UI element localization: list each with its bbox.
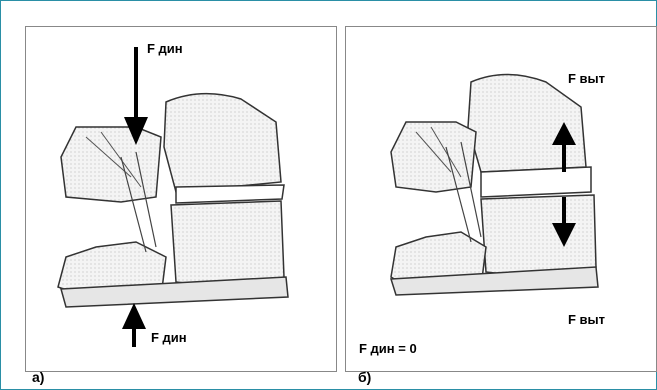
force-label-bottom: F выт [568, 312, 605, 327]
force-label-bottom: F дин [151, 330, 187, 345]
panel-a: F дин F дин [25, 26, 337, 372]
vertebrae-traction-illustration [346, 27, 656, 371]
arrow-up-icon [122, 303, 146, 329]
force-label-top: F выт [568, 71, 605, 86]
panel-b: F выт F выт F дин = 0 [345, 26, 657, 372]
zero-force-note: F дин = 0 [359, 341, 417, 356]
caption-b: б) [358, 369, 371, 385]
caption-a: а) [32, 369, 44, 385]
force-label-top: F дин [147, 41, 183, 56]
vertebrae-compressed-illustration [26, 27, 336, 371]
